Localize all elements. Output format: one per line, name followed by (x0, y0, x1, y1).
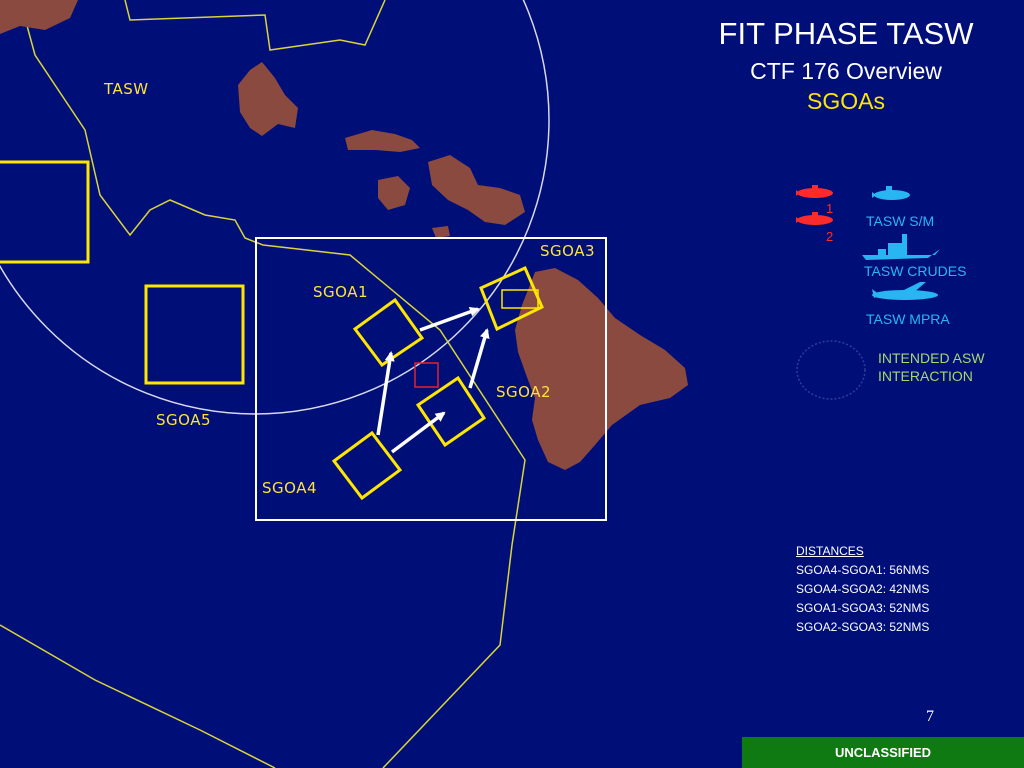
legend-asw-label-line1: INTENDED ASW (878, 350, 985, 366)
distance-item: SGOA4-SGOA1: 56NMS (796, 563, 930, 577)
sgoa1-box (352, 297, 425, 368)
sgoa3-inner-box (501, 289, 539, 309)
study-area-box (255, 237, 607, 521)
hawaiian-islands (0, 0, 688, 470)
sgoa3-label: SGOA3 (540, 242, 595, 260)
sgoa-box-west (0, 160, 90, 264)
classification-banner: UNCLASSIFIED (742, 737, 1024, 768)
sgoa3-box (479, 266, 544, 332)
opposing-submarine-2-icon (796, 212, 833, 225)
distance-item: SGOA1-SGOA3: 52NMS (796, 601, 930, 615)
friendly-submarine-icon (872, 186, 910, 200)
legend-asw-label: INTENDED ASW INTERACTION (878, 349, 985, 385)
legend-sub-label: TASW S/M (866, 213, 935, 229)
island-oahu (238, 62, 298, 136)
distances-panel: DISTANCES SGOA4-SGOA1: 56NMS SGOA4-SGOA2… (796, 542, 929, 637)
legend-sub-number-2: 2 (826, 229, 834, 244)
distance-item: SGOA2-SGOA3: 52NMS (796, 620, 930, 634)
transit-arrows (376, 307, 490, 454)
island-molokai (345, 130, 420, 152)
island-maui (428, 155, 525, 225)
island-kahoolawe (432, 226, 450, 238)
legend-crudes-label: TASW CRUDES (864, 263, 967, 279)
opposing-submarine-1-icon (796, 185, 833, 198)
sgoa2-box (415, 375, 487, 448)
page-number: 7 (926, 708, 934, 725)
crudes-ship-icon (862, 234, 940, 260)
tasw-boundary-sw (0, 624, 276, 768)
sgoa5-box (144, 284, 245, 385)
tasw-boundary (19, 0, 526, 768)
slide-subtitle-sgoas: SGOAs (807, 88, 885, 114)
distances-heading: DISTANCES (796, 544, 864, 558)
sgoa4-label: SGOA4 (262, 479, 317, 497)
legend-asw-label-line2: INTERACTION (878, 368, 973, 384)
legend-mpra-label: TASW MPRA (866, 311, 950, 327)
red-reference-box (414, 362, 439, 388)
slide-subtitle: CTF 176 Overview (750, 58, 942, 84)
slide-title: FIT PHASE TASW (718, 16, 974, 51)
distance-item: SGOA4-SGOA2: 42NMS (796, 582, 930, 596)
tasw-boundary-north (124, 0, 386, 51)
island-lanai (378, 176, 410, 210)
island-hawaii (515, 268, 688, 470)
sgoa4-box (331, 430, 403, 501)
tasw-area-label: TASW (103, 80, 149, 98)
arrow-sgoa4-to-sgoa2 (390, 411, 446, 454)
sgoa5-label: SGOA5 (156, 411, 211, 429)
asw-interaction-symbol (796, 340, 866, 400)
legend-sub-number-1: 1 (826, 201, 834, 216)
arrow-sgoa1-to-sgoa3 (419, 307, 480, 332)
mpra-aircraft-icon (872, 282, 938, 300)
sgoa1-label: SGOA1 (313, 283, 368, 301)
arrow-sgoa2-to-sgoa3 (468, 328, 490, 389)
sgoa2-label: SGOA2 (496, 383, 551, 401)
island-kauai (0, 0, 78, 34)
arrow-sgoa4-to-sgoa1 (376, 351, 395, 436)
